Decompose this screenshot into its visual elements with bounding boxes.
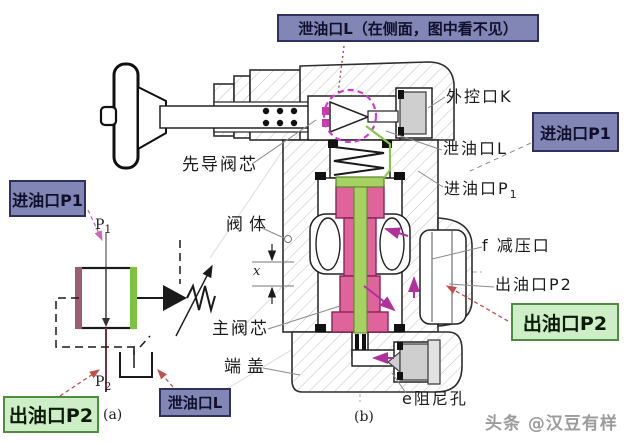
callout-inlet-right: 进油口P1 [532,112,619,152]
label-drain-port-l: 泄油口L [443,139,508,158]
adjust-handwheel [99,62,167,170]
symbol-tank [119,352,153,378]
flow-paths [363,125,420,364]
label-inlet-port-text: 进油口P [444,179,510,198]
symbol-spring-seat [163,285,187,311]
label-reducing-port: f 减压口 [482,236,551,255]
label-inlet-port-sub: 1 [509,188,517,202]
main-spool-section [315,172,405,350]
callout-inlet-left: 进油口P1 [9,180,86,217]
main-spring [328,140,392,176]
callout-leaders [59,45,509,397]
label-outlet-port-p2: 出油口P2 [495,275,573,294]
outlet-port-lines [431,230,453,324]
subfigure-a-label: (a) [103,407,123,423]
x-gap-dimension [252,244,294,304]
pilot-poppet [322,88,399,144]
damping-orifice-plug [387,339,441,385]
label-main-spool: 主阀芯 [212,319,269,339]
label-damping-orifice: e阻尼孔 [402,389,468,408]
symbol-p2-label: P2 [95,374,112,393]
pilot-spring-coils [262,107,298,127]
label-end-cover: 端盖 [224,357,270,377]
symbol-spring [186,283,216,314]
pilot-valve-highlight-circle [322,88,378,144]
label-external-control-port: 外控口K [446,87,513,106]
symbol-outlet-edge [130,267,137,329]
label-inlet-port-p1: 进油口P1 [444,180,517,201]
callout-drain-bottom: 泄油口L [159,388,231,417]
x-gap-label: x [253,264,261,279]
subfigure-b-label: (b) [354,409,374,425]
symbol-adjust-arrow [175,264,213,337]
watermark-text: 头条 @汉豆有样 [485,414,618,434]
label-valve-body: 阀体 [226,215,272,235]
callout-outlet-right: 出油口P2 [511,303,619,341]
callout-drain-top: 泄油口L（在侧面，图中看不见） [277,14,539,42]
label-pilot-spool: 先导阀芯 [182,155,258,175]
control-port-k-plug [398,90,427,136]
label-leaders [251,96,532,394]
hydraulic-symbol [55,232,216,392]
symbol-p1-label: P1 [95,217,112,236]
callout-outlet-bottom: 出油口P2 [3,396,99,433]
